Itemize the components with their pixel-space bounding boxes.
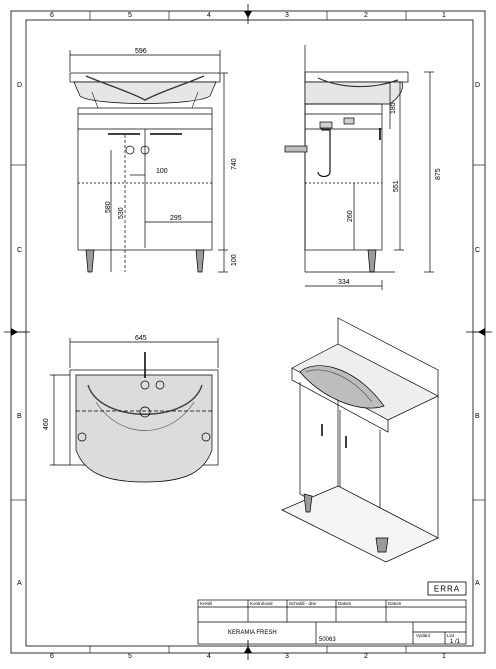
dim-100: 100 <box>156 168 168 175</box>
title-block <box>197 599 467 645</box>
col-label: 4 <box>207 12 211 19</box>
front-view-dimensions: 596 740 100 580 530 100 295 <box>105 48 238 266</box>
tb-product-name: KERAMIA FRESH <box>228 630 277 636</box>
side-view-dimensions: 334 875 551 260 185 <box>338 102 442 286</box>
col-label: 2 <box>364 12 368 19</box>
tb-kontroloval: Kontroloval <box>250 601 273 606</box>
col-label: 3 <box>285 653 289 660</box>
centering-marks <box>4 4 492 660</box>
row-label: D <box>17 82 22 89</box>
frame-column-labels: 6 5 4 3 2 1 6 5 4 3 2 1 <box>50 12 446 660</box>
col-label: 6 <box>50 12 54 19</box>
tb-code: 50063 <box>319 637 336 643</box>
tb-vydani: Vydání <box>416 633 431 638</box>
row-label: C <box>475 247 480 254</box>
col-label: 3 <box>285 12 289 19</box>
dim-height: 740 <box>231 158 238 170</box>
col-label: 4 <box>207 653 211 660</box>
tb-list: List <box>447 633 455 638</box>
col-label: 1 <box>442 653 446 660</box>
svg-text:ERRA: ERRA <box>434 585 460 594</box>
dim-total: 875 <box>435 168 442 180</box>
col-label: 6 <box>50 653 54 660</box>
row-label: A <box>475 580 480 587</box>
tb-schvalil: Schválil - dne <box>289 601 317 606</box>
side-view <box>284 45 434 290</box>
dim-top-width: 645 <box>135 335 147 342</box>
top-view-dimensions: 645 460 <box>43 335 147 430</box>
dim-551: 551 <box>393 180 400 192</box>
dim-top-depth: 460 <box>43 418 50 430</box>
row-label: A <box>17 580 22 587</box>
dim-580: 580 <box>105 201 112 213</box>
dim-295: 295 <box>170 215 182 222</box>
tb-kreslil: Kreslil <box>200 601 212 606</box>
dim-depth: 334 <box>338 279 350 286</box>
dim-185: 185 <box>390 102 397 114</box>
dim-legs: 100 <box>231 254 238 266</box>
front-view <box>69 50 228 273</box>
row-label: B <box>17 413 22 420</box>
row-label: B <box>475 413 480 420</box>
col-label: 5 <box>128 12 132 19</box>
title-block-text: Kreslil Kontroloval Schválil - dne Datum… <box>200 601 461 645</box>
tb-sheet-number: 1 /1 <box>450 639 461 645</box>
sheet-frame <box>4 4 492 660</box>
col-label: 1 <box>442 12 446 19</box>
frame-row-labels: D C B A D C B A <box>17 82 480 587</box>
row-label: D <box>475 82 480 89</box>
erra-logo: ERRA <box>427 581 467 596</box>
col-label: 5 <box>128 653 132 660</box>
top-view <box>50 338 219 483</box>
tb-datum-2: Datum <box>388 601 402 606</box>
dim-260: 260 <box>347 210 354 222</box>
dim-width: 596 <box>135 48 147 55</box>
isometric-view <box>281 317 439 563</box>
col-label: 2 <box>364 653 368 660</box>
dim-530: 530 <box>118 207 125 219</box>
tb-datum: Datum <box>338 601 352 606</box>
row-label: C <box>17 247 22 254</box>
